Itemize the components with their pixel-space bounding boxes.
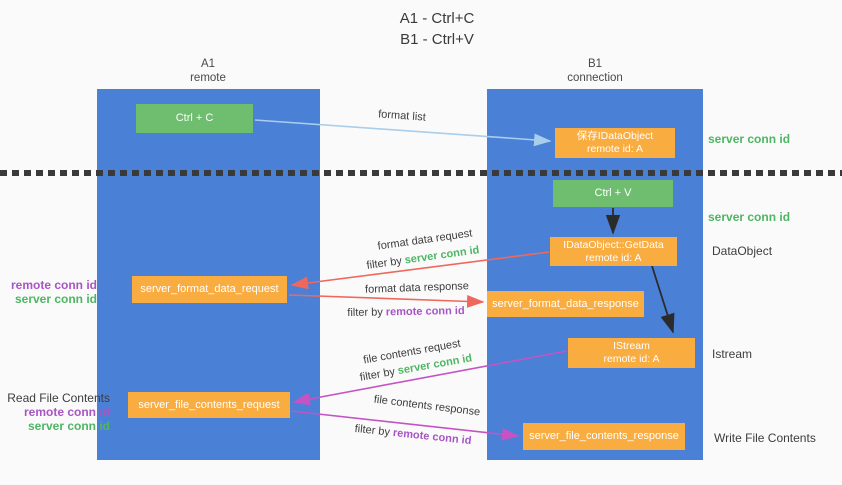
- annotation-istream: Istream: [712, 347, 753, 361]
- node-ctrl-v-label: Ctrl + V: [594, 187, 632, 199]
- annotation-dataobject: DataObject: [712, 244, 773, 258]
- arrow-format-data-request: [290, 251, 550, 290]
- node-ctrl-c-label: Ctrl + C: [175, 112, 214, 124]
- lifeline-header-a1: A1 remote: [138, 57, 278, 85]
- node-ctrl-v: Ctrl + V: [553, 180, 673, 207]
- diagram-title: A1 - Ctrl+C B1 - Ctrl+V: [287, 8, 587, 50]
- node-getdata-line1: IDataObject::GetData: [563, 238, 664, 251]
- node-istream: IStream remote id: A: [568, 338, 695, 368]
- annotation-server-conn-id-mid: server conn id: [708, 210, 791, 224]
- node-getdata-line2: remote id: A: [585, 251, 642, 264]
- annotation-conn-ids-format: remote conn id server conn id: [0, 278, 97, 306]
- annotation-remote-conn-id-file: remote conn id: [23, 405, 110, 419]
- annotation-server-conn-id-file: server conn id: [27, 419, 110, 433]
- node-server-file-contents-response: server_file_contents_response: [523, 423, 685, 450]
- title-line-1: A1 - Ctrl+C: [399, 10, 475, 27]
- node-save-idataobject: 保存IDataObject remote id: A: [555, 128, 675, 158]
- node-server-format-data-request: server_format_data_request: [132, 276, 287, 303]
- node-server-file-contents-response-label: server_file_contents_response: [529, 430, 679, 442]
- node-ctrl-c: Ctrl + C: [136, 104, 253, 133]
- lifeline-header-b1: B1 connection: [525, 57, 665, 85]
- arrow-file-contents-response: [290, 410, 520, 441]
- annotation-read-file-contents-block: Read File Contents remote conn id server…: [0, 391, 110, 433]
- annotation-remote-conn-id-format: remote conn id: [10, 278, 97, 292]
- node-save-idataobject-line2: remote id: A: [586, 143, 644, 155]
- arrow-format-data-response: [288, 294, 485, 308]
- arrow-file-contents-request: [292, 350, 568, 406]
- node-server-format-data-response-label: server_format_data_response: [492, 297, 639, 310]
- lifeline-b1-name: B1: [587, 58, 603, 70]
- lifeline-b1-role: connection: [567, 72, 623, 84]
- filter-key-remote-conn-id-1: remote conn id: [385, 304, 465, 319]
- node-server-format-data-response: server_format_data_response: [487, 291, 644, 317]
- node-save-idataobject-line1: 保存IDataObject: [576, 130, 654, 142]
- annotation-read-file-contents: Read File Contents: [7, 391, 110, 405]
- annotation-server-conn-id-format: server conn id: [14, 292, 97, 306]
- annotation-write-file-contents: Write File Contents: [714, 431, 816, 445]
- lifeline-a1-name: A1: [200, 58, 216, 70]
- node-istream-line2: remote id: A: [603, 353, 660, 365]
- node-istream-line1: IStream: [613, 340, 650, 352]
- annotation-server-conn-id-top: server conn id: [708, 132, 791, 146]
- node-server-format-data-request-label: server_format_data_request: [140, 283, 279, 295]
- arrow-format-list: [254, 119, 552, 147]
- node-idataobject-getdata: IDataObject::GetData remote id: A: [550, 237, 677, 266]
- arrow-getdata-to-istream: [651, 265, 675, 334]
- node-server-file-contents-request-label: server_file_contents_request: [138, 398, 280, 411]
- title-line-2: B1 - Ctrl+V: [400, 31, 474, 48]
- lifeline-a1-role: remote: [190, 72, 226, 84]
- filter-prefix-2: filter by: [347, 306, 383, 320]
- node-server-file-contents-request: server_file_contents_request: [128, 392, 290, 418]
